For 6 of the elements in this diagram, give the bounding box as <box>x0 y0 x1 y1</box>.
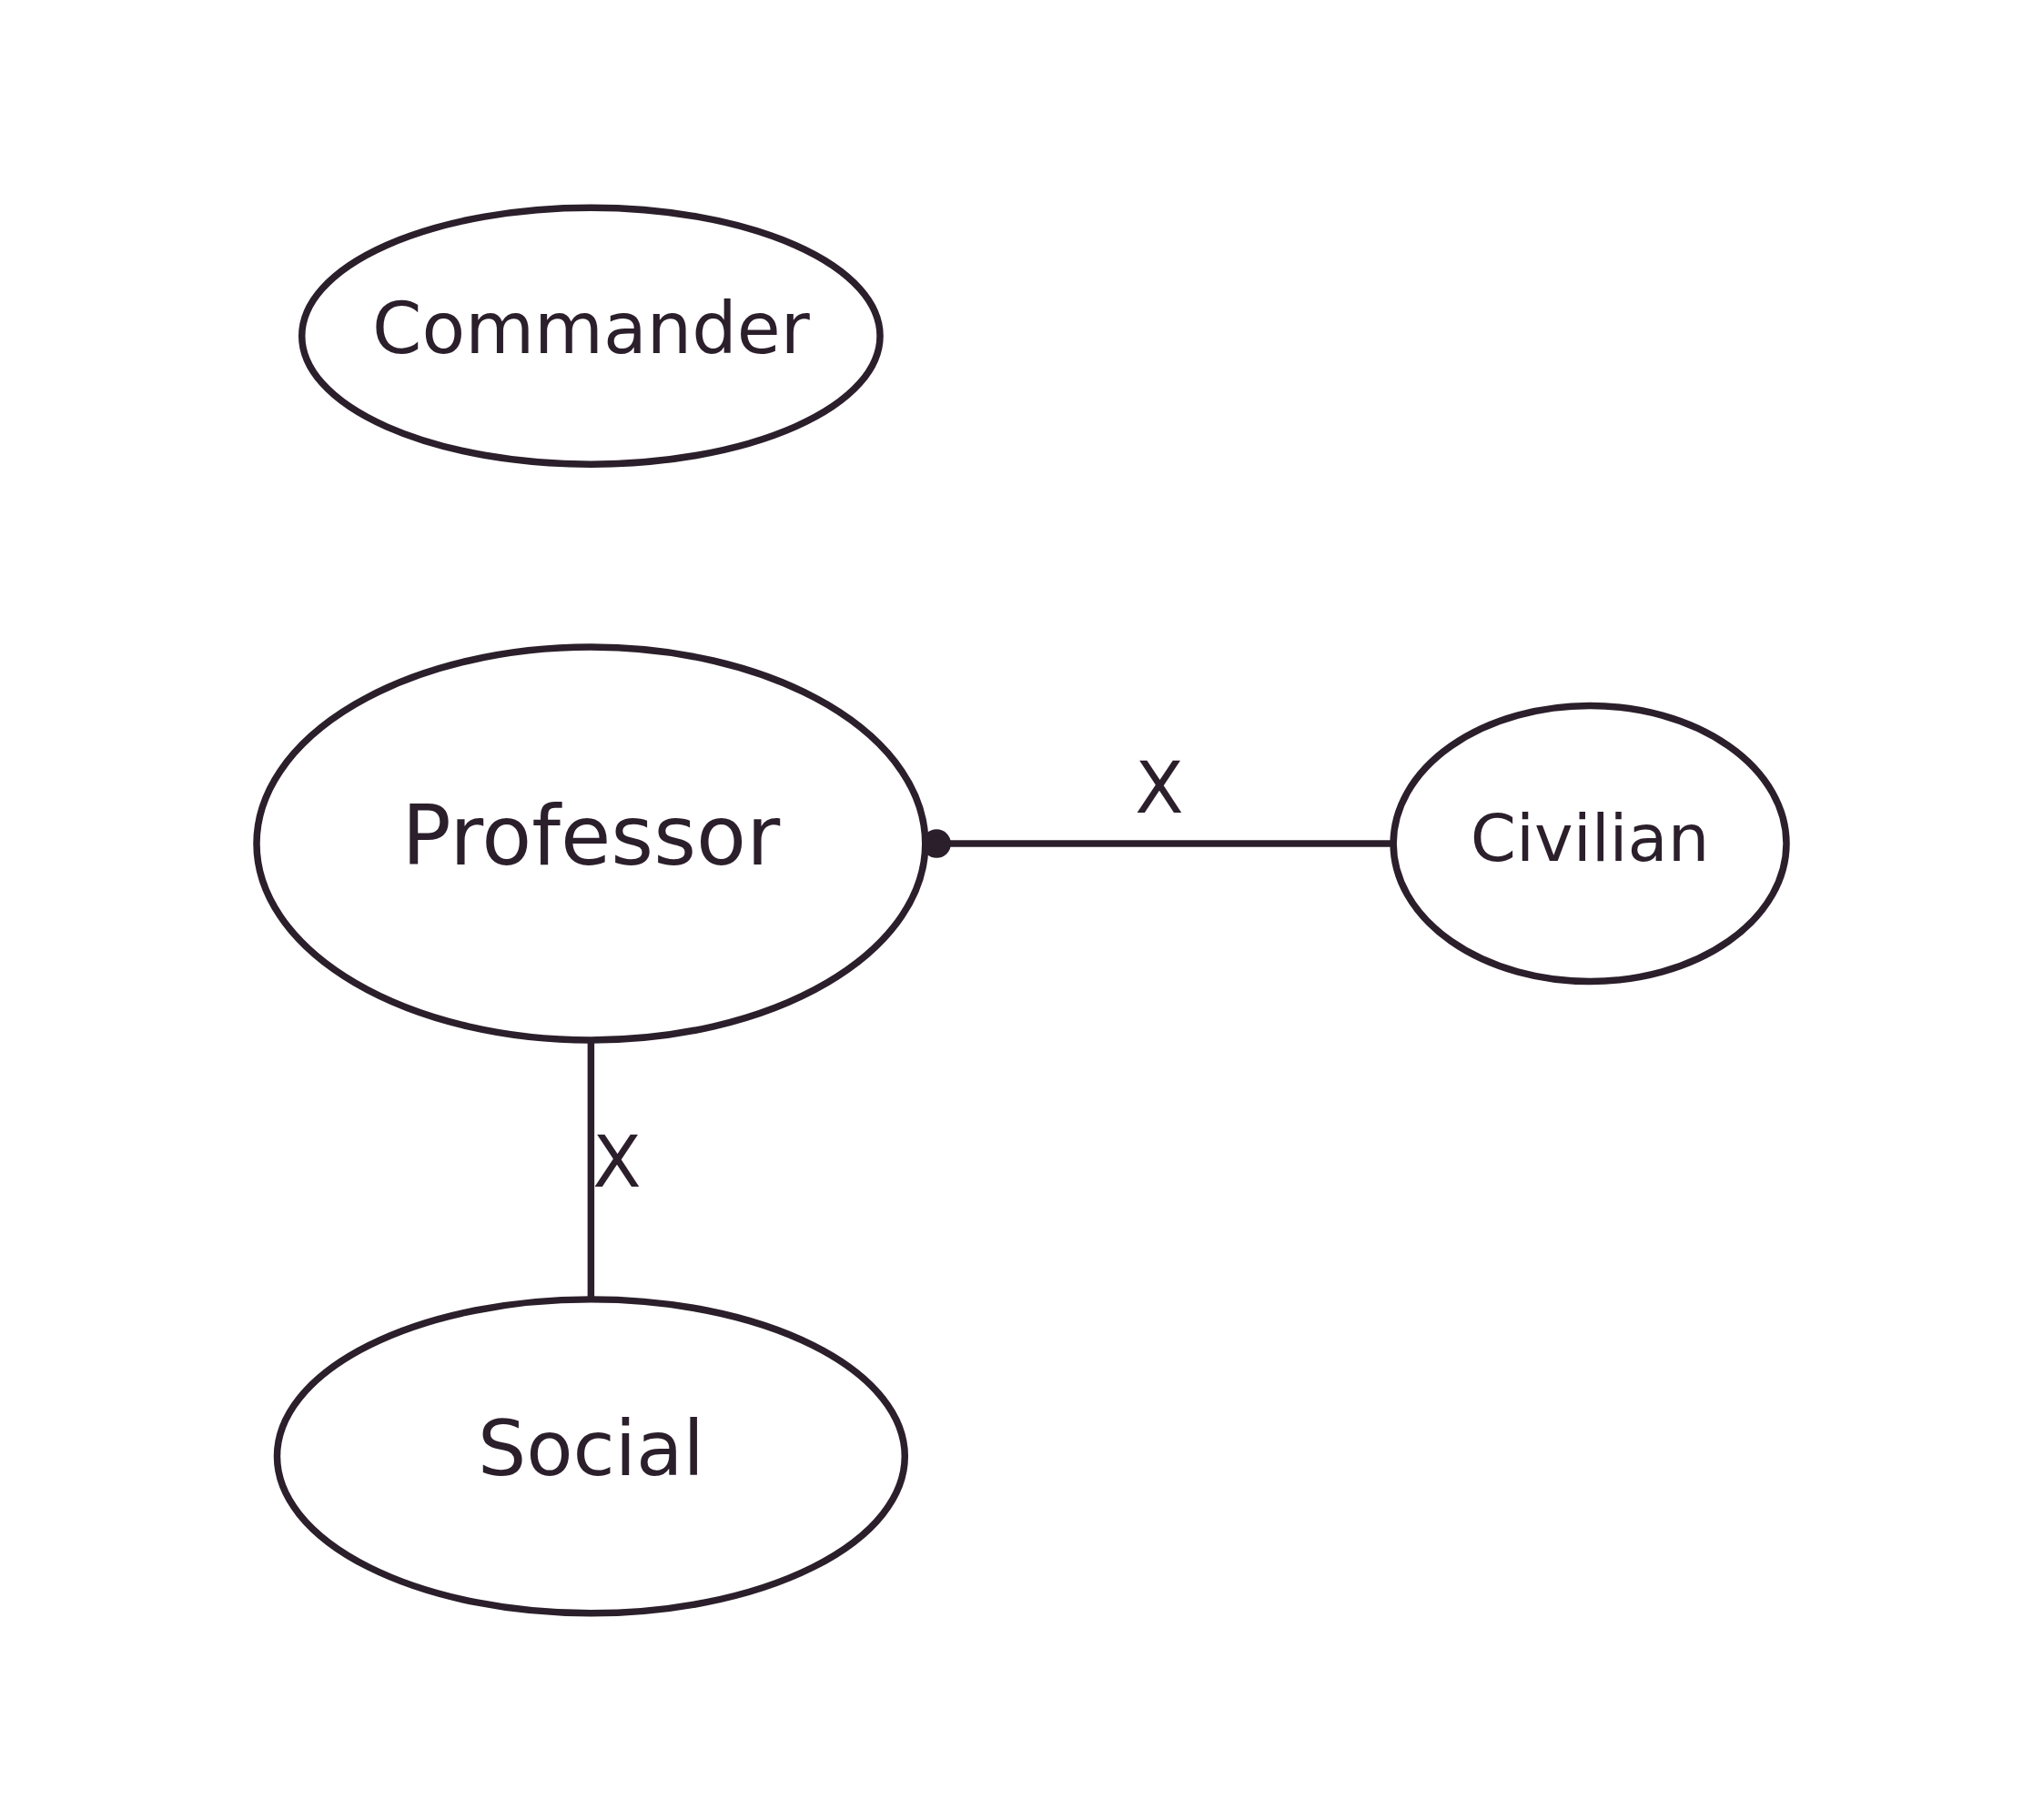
node-ellipse: Civilian <box>1390 702 1790 985</box>
node-ellipse: Commander <box>298 204 884 468</box>
node-ellipse: Social <box>273 1295 909 1616</box>
edge-label: X <box>592 1120 642 1203</box>
node-ellipse: Professor <box>253 642 929 1044</box>
edge-label: X <box>1135 746 1184 829</box>
